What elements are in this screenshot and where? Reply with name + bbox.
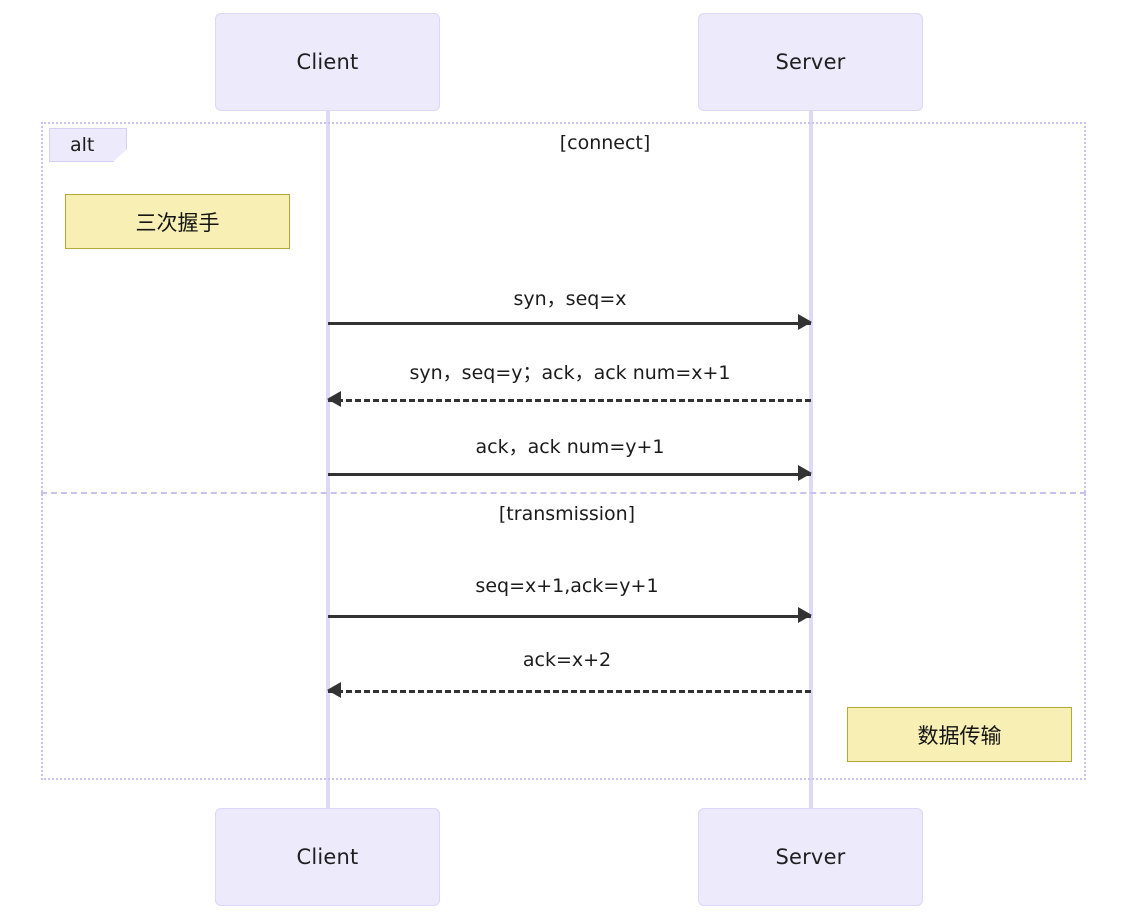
lifeline-client — [326, 111, 330, 809]
message-label-syn-seq-y-ack: syn，seq=y；ack，ack num=x+1 — [409, 362, 731, 384]
participant-server-top[interactable]: Server — [698, 13, 923, 111]
arrowhead-right-icon — [798, 314, 812, 330]
message-line — [328, 399, 811, 402]
lifeline-server — [809, 111, 813, 809]
fragment-condition-connect: [connect] — [559, 132, 651, 154]
participant-server-bottom[interactable]: Server — [698, 808, 923, 906]
participant-client-top[interactable]: Client — [215, 13, 440, 111]
arrowhead-left-icon — [327, 391, 341, 407]
message-label-ack-x2: ack=x+2 — [522, 649, 612, 671]
alt-fragment-divider — [41, 492, 1086, 494]
arrowhead-right-icon — [798, 465, 812, 481]
note-data-transmission: 数据传输 — [847, 707, 1072, 762]
arrowhead-right-icon — [798, 607, 812, 623]
message-label-ack-num-y1: ack，ack num=y+1 — [475, 436, 665, 458]
alt-fragment-operator-label: alt — [49, 128, 127, 162]
participant-client-bottom[interactable]: Client — [215, 808, 440, 906]
note-three-way-handshake: 三次握手 — [65, 194, 290, 249]
message-line — [328, 473, 811, 476]
arrowhead-left-icon — [327, 682, 341, 698]
fragment-condition-transmission: [transmission] — [498, 503, 636, 525]
message-line — [328, 322, 811, 325]
message-label-seq-x1-ack-y1: seq=x+1,ack=y+1 — [475, 575, 659, 597]
message-line — [328, 615, 811, 618]
message-label-syn-seq-x: syn，seq=x — [513, 288, 627, 310]
message-line — [328, 690, 811, 693]
alt-fragment-frame — [41, 122, 1086, 780]
